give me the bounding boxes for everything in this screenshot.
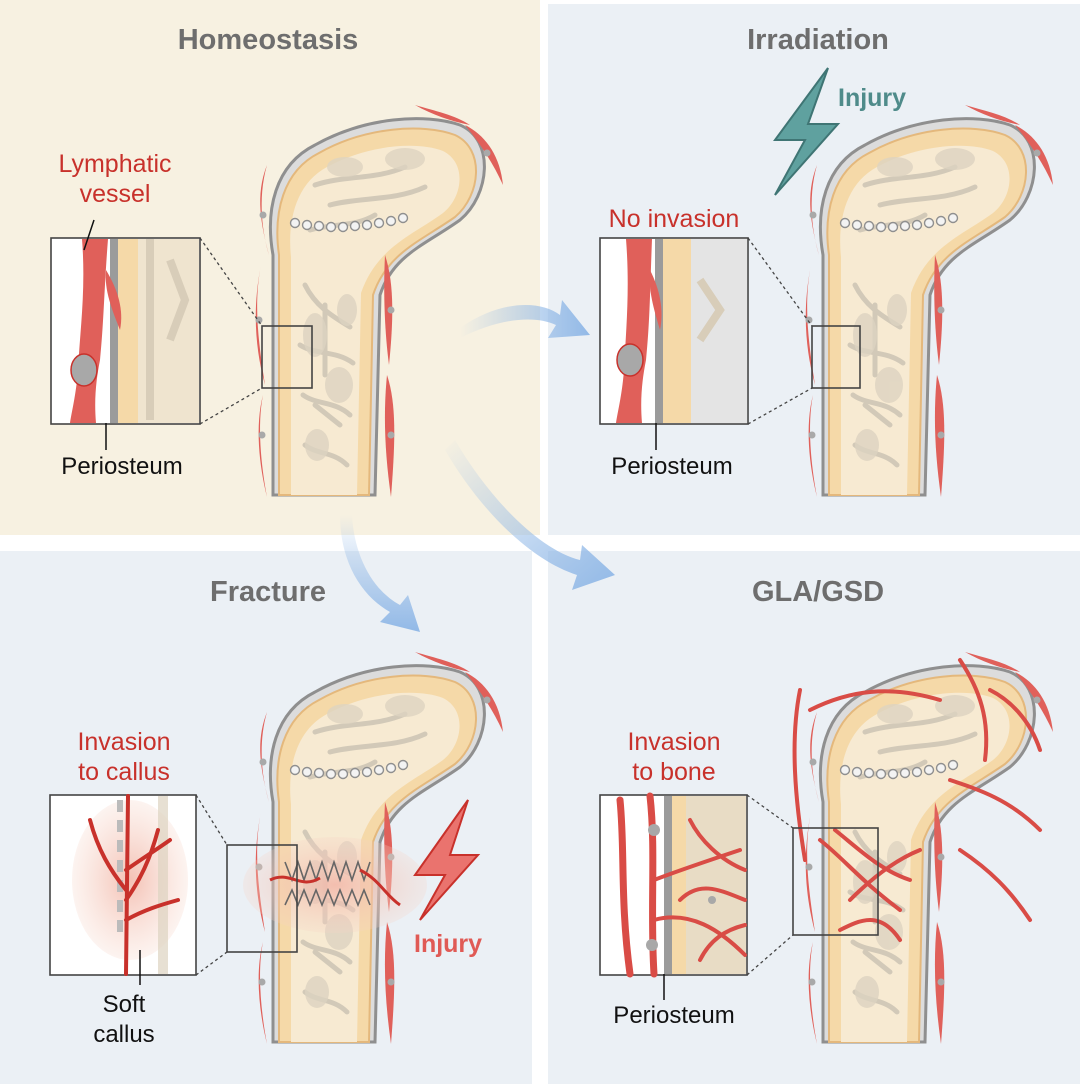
invading-vessels: [792, 658, 1042, 942]
arrow-to-fracture: [340, 515, 420, 632]
label-periosteum-irradiation: Periosteum: [611, 453, 733, 480]
label-soft-callus-line2: callus: [93, 1021, 155, 1048]
label-lymphatic-vessel-line1: Lymphatic: [58, 150, 172, 178]
title-homeostasis: Homeostasis: [177, 24, 359, 56]
label-periosteum-homeostasis: Periosteum: [61, 453, 183, 480]
title-irradiation: Irradiation: [747, 24, 889, 56]
arrow-to-irradiation: [460, 300, 590, 338]
lightning-bolt-irradiation-icon: [773, 67, 841, 196]
zoom-region-gla-gsd: [792, 827, 879, 936]
bone-homeostasis: [255, 105, 503, 497]
label-lymphatic-vessel-line2: vessel: [79, 180, 151, 208]
inset-fracture: [49, 794, 197, 985]
label-invasion-to-bone-line1: Invasion: [627, 728, 721, 756]
inset-homeostasis: [50, 219, 201, 450]
arrow-to-gla-gsd: [445, 440, 615, 590]
label-injury-irradiation: Injury: [838, 84, 907, 112]
zoom-region-irradiation: [811, 325, 861, 389]
title-gla-gsd: GLA/GSD: [751, 576, 885, 608]
label-invasion-to-bone-line2: to bone: [632, 758, 716, 786]
label-invasion-to-callus-line2: to callus: [78, 758, 170, 786]
bone-irradiation: [805, 105, 1053, 497]
fracture-line: [284, 859, 371, 883]
lightning-bolt-fracture-icon: [413, 799, 481, 921]
label-soft-callus-line1: Soft: [102, 991, 146, 1018]
zoom-region-homeostasis: [261, 325, 313, 389]
inset-irradiation: [599, 237, 749, 450]
title-fracture: Fracture: [209, 576, 327, 608]
label-invasion-to-callus-line1: Invasion: [77, 728, 171, 756]
label-no-invasion: No invasion: [608, 205, 740, 233]
label-injury-fracture: Injury: [414, 930, 483, 958]
soft-callus-region: [243, 837, 427, 933]
inset-gla-gsd: [599, 792, 748, 1000]
label-periosteum-gla-gsd: Periosteum: [613, 1002, 735, 1029]
zoom-region-fracture: [226, 844, 298, 953]
